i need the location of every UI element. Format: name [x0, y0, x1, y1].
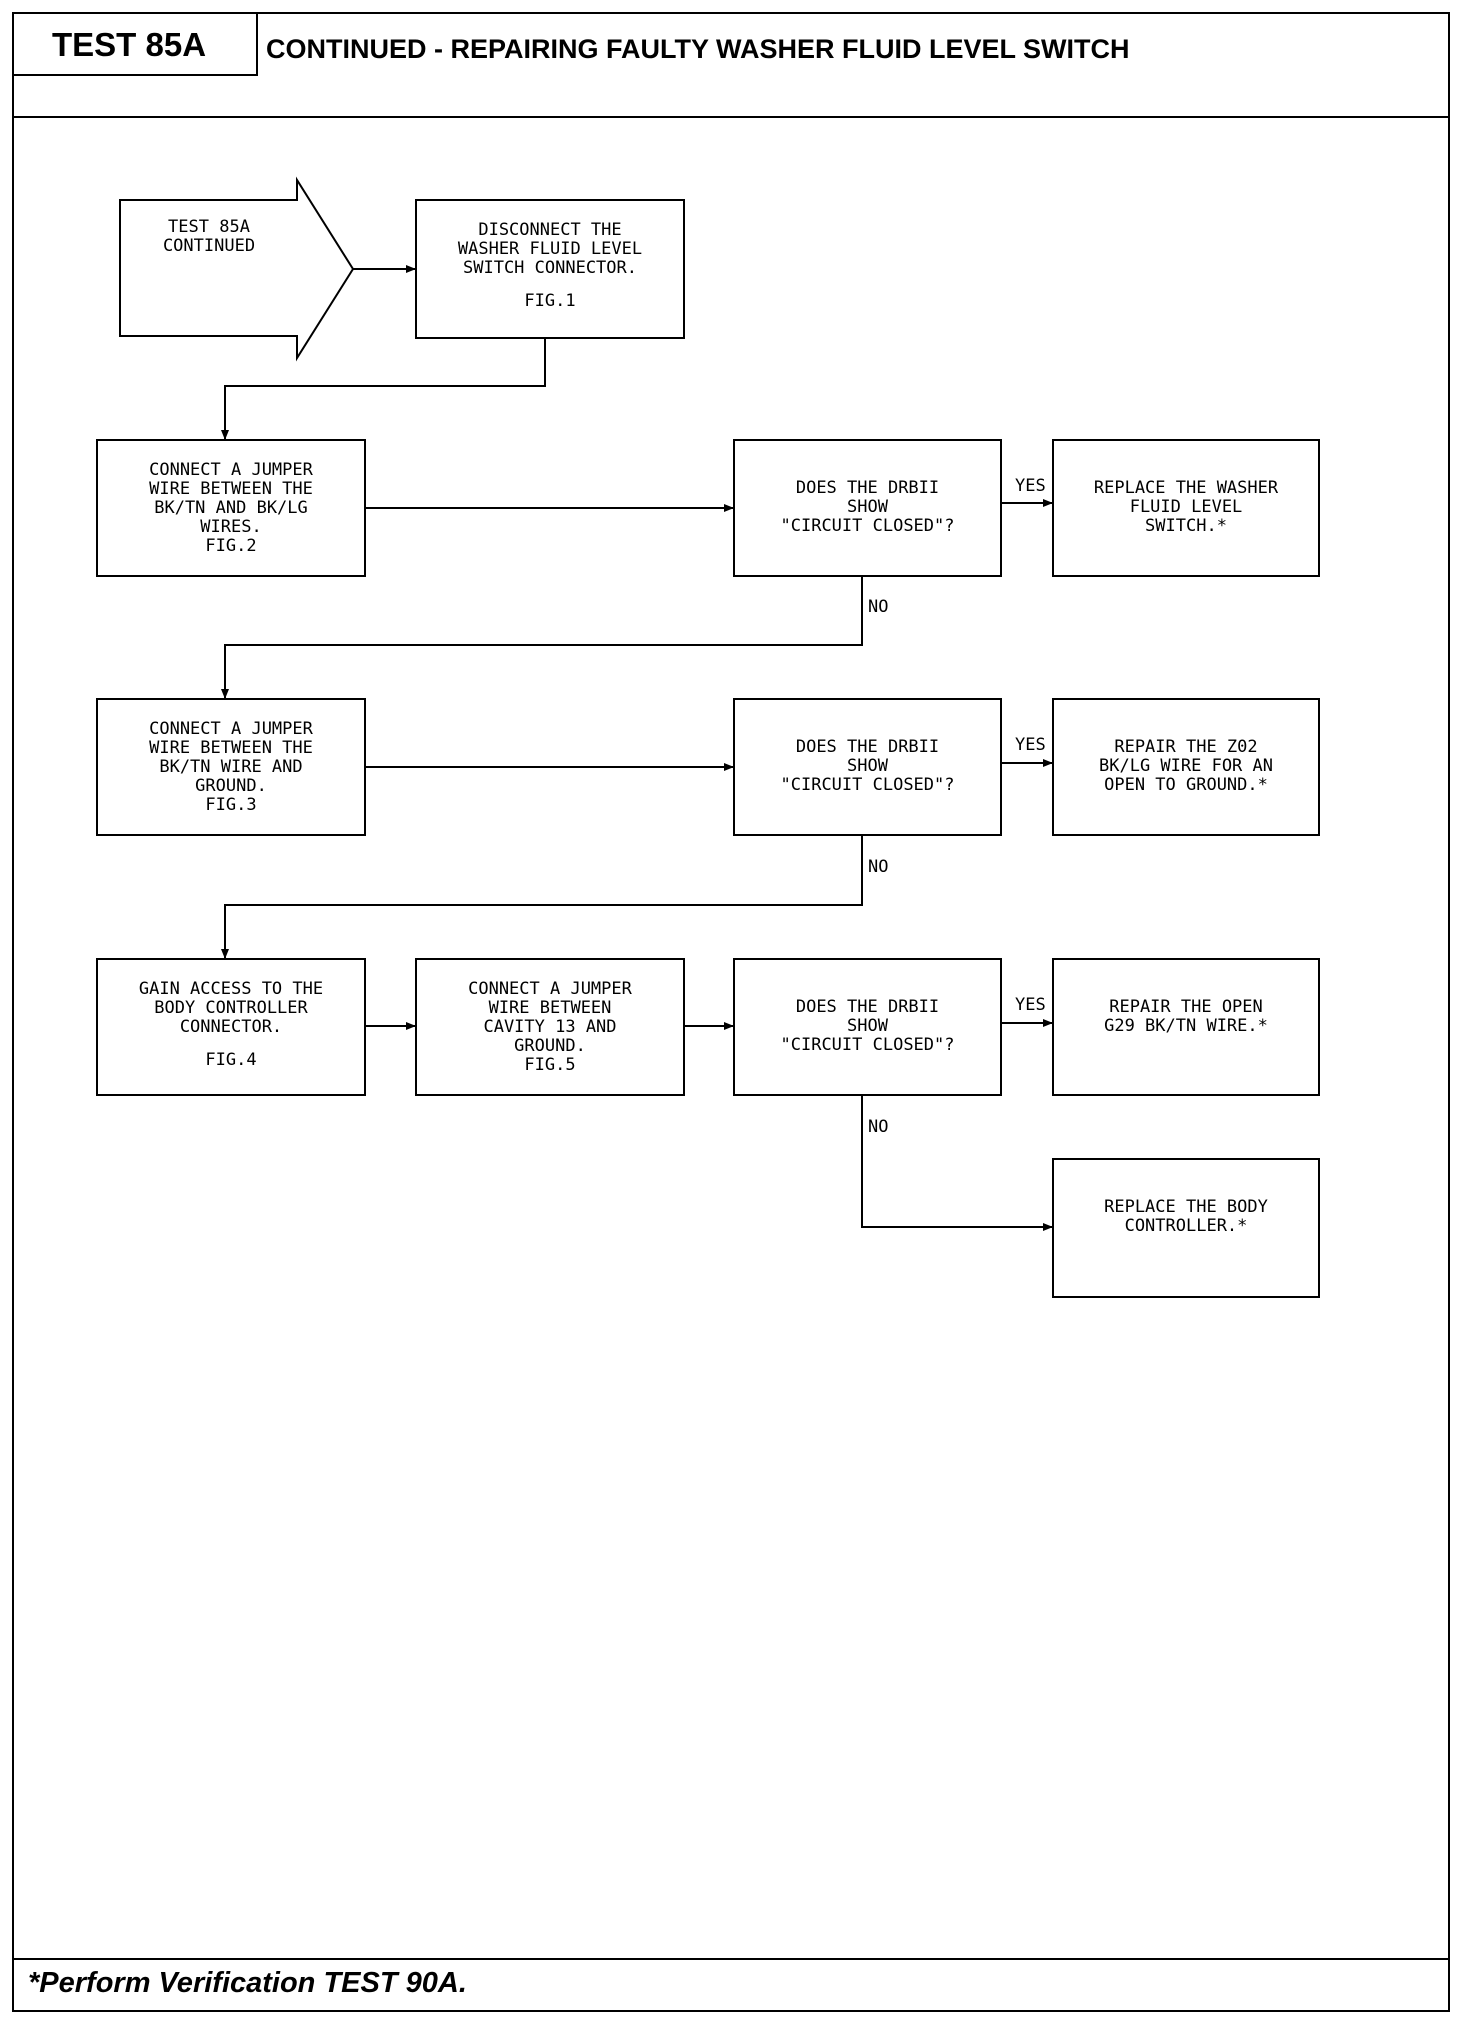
result2-line-1: REPAIR THE Z02 [1114, 737, 1258, 757]
footer-bar [12, 1958, 1450, 2012]
decision-circuit-closed-3: DOES THE DRBII SHOW "CIRCUIT CLOSED"? [733, 958, 1002, 1096]
result3-line-1: REPAIR THE OPEN [1109, 997, 1263, 1017]
step-jumper3-line-3: CAVITY 13 AND [483, 1017, 617, 1037]
decision1-line-1: DOES THE DRBII [795, 478, 940, 498]
step-disconnect-line-3: SWITCH CONNECTOR. [463, 258, 637, 278]
step-jumper1-line-1: CONNECT A JUMPER [149, 460, 313, 480]
decision3-line-1: DOES THE DRBII [795, 997, 940, 1017]
decision3-line-3: "CIRCUIT CLOSED"? [780, 1035, 955, 1055]
result4-line-2: CONTROLLER.* [1124, 1216, 1248, 1236]
step-gain-line-1: GAIN ACCESS TO THE [138, 979, 324, 999]
result1-line-1: REPLACE THE WASHER [1093, 478, 1279, 498]
result-repair-g29-wire: REPAIR THE OPEN G29 BK/TN WIRE.* [1052, 958, 1320, 1096]
decision1-line-2: SHOW [847, 497, 888, 517]
decision2-line-1: DOES THE DRBII [795, 737, 940, 757]
step-gain-line-3: CONNECTOR. [179, 1017, 283, 1037]
result3-line-2: G29 BK/TN WIRE.* [1104, 1016, 1268, 1036]
start-line-1: TEST 85A [168, 217, 250, 237]
result1-line-2: FLUID LEVEL [1129, 497, 1243, 517]
step-gain-line-2: BODY CONTROLLER [154, 998, 308, 1018]
decision2-line-2: SHOW [847, 756, 888, 776]
decision-circuit-closed-1: DOES THE DRBII SHOW "CIRCUIT CLOSED"? [733, 439, 1002, 577]
result-replace-body-controller: REPLACE THE BODY CONTROLLER.* [1052, 1158, 1320, 1298]
start-arrow-label: TEST 85A CONTINUED [124, 202, 294, 262]
step-jumper2-fig: FIG.3 [205, 795, 257, 815]
step-gain-access-body-controller: GAIN ACCESS TO THE BODY CONTROLLER CONNE… [96, 958, 366, 1096]
no-label-2: NO [868, 857, 889, 877]
yes-label-1: YES [1015, 476, 1046, 496]
decision1-line-3: "CIRCUIT CLOSED"? [780, 516, 955, 536]
step-jumper1-line-4: WIRES. [200, 517, 262, 537]
no-label-1: NO [868, 597, 889, 617]
step-jumper1-line-3: BK/TN AND BK/LG [154, 498, 308, 518]
step-jumper2-line-4: GROUND. [195, 776, 267, 796]
yes-label-2: YES [1015, 735, 1046, 755]
step-jumper3-line-4: GROUND. [514, 1036, 586, 1056]
step-jumper-cavity-13-ground: CONNECT A JUMPER WIRE BETWEEN CAVITY 13 … [415, 958, 685, 1096]
step-disconnect-line-1: DISCONNECT THE [478, 220, 622, 240]
step-jumper2-line-1: CONNECT A JUMPER [149, 719, 313, 739]
result2-line-2: BK/LG WIRE FOR AN [1099, 756, 1273, 776]
header-title: CONTINUED - REPAIRING FAULTY WASHER FLUI… [266, 34, 1130, 64]
step-disconnect-connector: DISCONNECT THE WASHER FLUID LEVEL SWITCH… [415, 199, 685, 339]
step-jumper1-fig: FIG.2 [205, 536, 257, 556]
result-repair-z02-wire: REPAIR THE Z02 BK/LG WIRE FOR AN OPEN TO… [1052, 698, 1320, 836]
step-jumper2-line-3: BK/TN WIRE AND [159, 757, 303, 777]
step-jumper-bk-tn-bk-lg: CONNECT A JUMPER WIRE BETWEEN THE BK/TN … [96, 439, 366, 577]
result1-line-3: SWITCH.* [1145, 516, 1227, 536]
header-test-box [12, 12, 258, 76]
header-test-id: TEST 85A [52, 26, 207, 63]
decision-circuit-closed-2: DOES THE DRBII SHOW "CIRCUIT CLOSED"? [733, 698, 1002, 836]
result2-line-3: OPEN TO GROUND.* [1104, 775, 1268, 795]
step-jumper2-line-2: WIRE BETWEEN THE [149, 738, 313, 758]
step-jumper-bk-tn-ground: CONNECT A JUMPER WIRE BETWEEN THE BK/TN … [96, 698, 366, 836]
start-line-2: CONTINUED [162, 236, 256, 256]
footer-note: *Perform Verification TEST 90A. [28, 1967, 467, 1999]
decision2-line-3: "CIRCUIT CLOSED"? [780, 775, 955, 795]
step-disconnect-fig: FIG.1 [524, 291, 576, 311]
step-disconnect-line-2: WASHER FLUID LEVEL [457, 239, 643, 259]
step-jumper3-fig: FIG.5 [524, 1055, 576, 1075]
step-gain-fig: FIG.4 [205, 1050, 257, 1070]
decision3-line-2: SHOW [847, 1016, 888, 1036]
start-arrow-shape [119, 176, 355, 362]
yes-label-3: YES [1015, 995, 1046, 1015]
step-jumper1-line-2: WIRE BETWEEN THE [149, 479, 313, 499]
no-label-3: NO [868, 1117, 889, 1137]
step-jumper3-line-2: WIRE BETWEEN [488, 998, 612, 1018]
result4-line-1: REPLACE THE BODY [1104, 1197, 1268, 1217]
result-replace-washer-switch: REPLACE THE WASHER FLUID LEVEL SWITCH.* [1052, 439, 1320, 577]
step-jumper3-line-1: CONNECT A JUMPER [468, 979, 632, 999]
